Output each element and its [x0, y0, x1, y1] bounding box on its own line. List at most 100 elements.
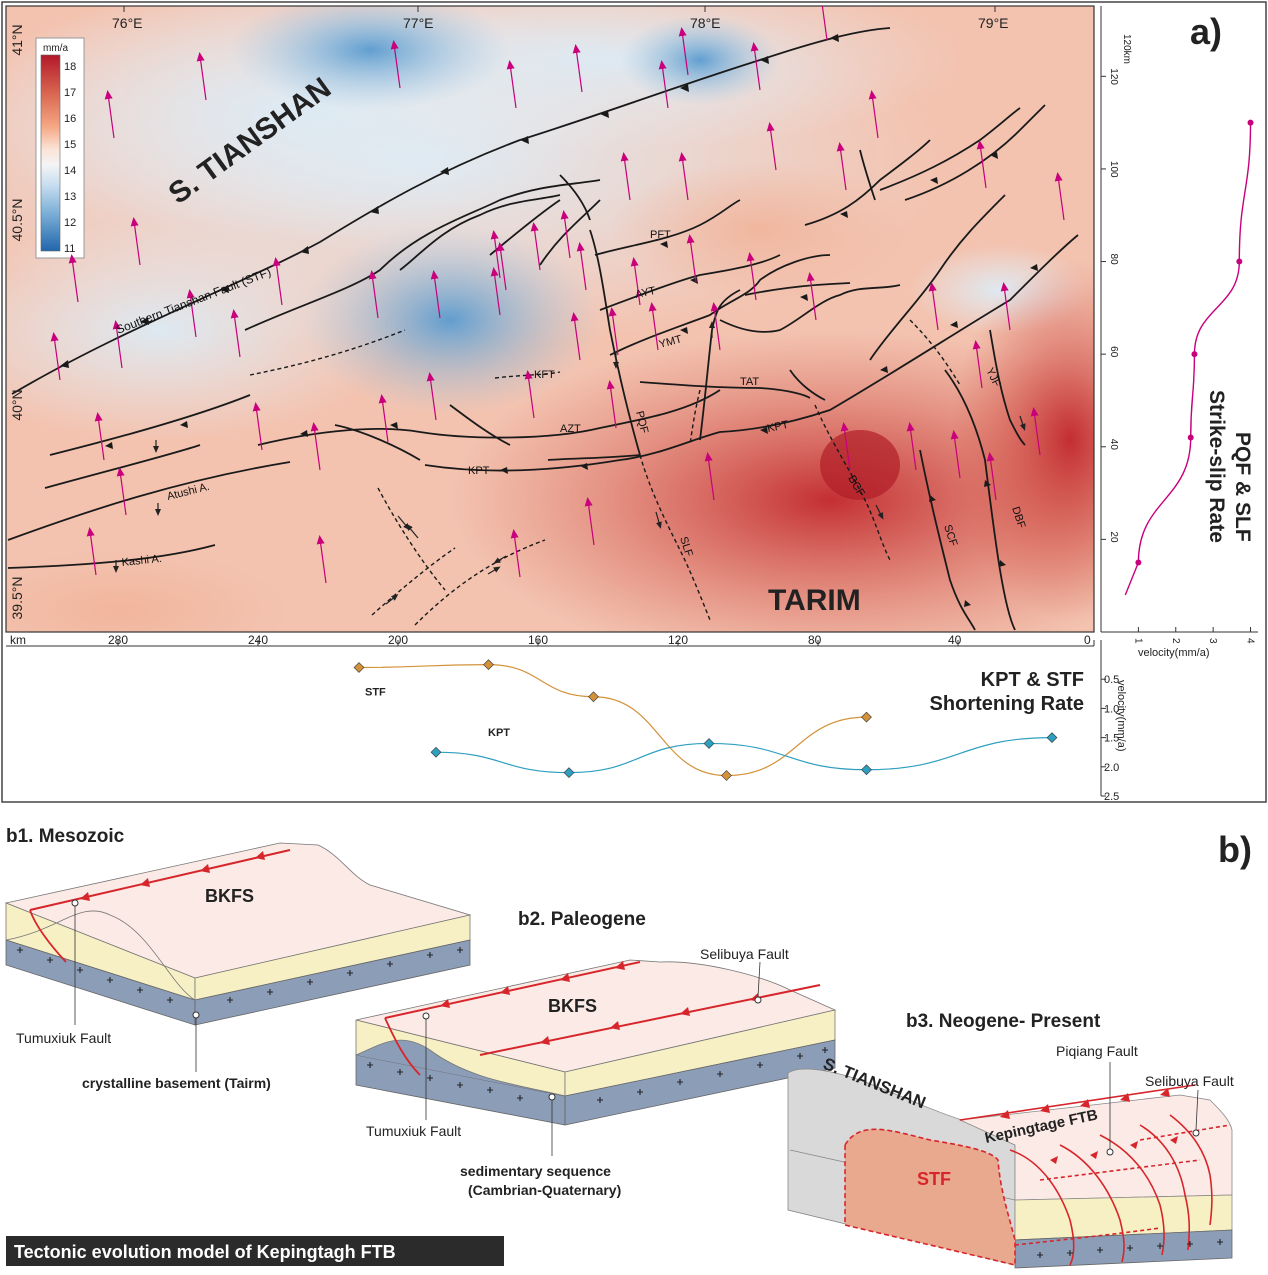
- thrust-tooth: [60, 360, 69, 368]
- basement-cross: [1187, 1241, 1193, 1247]
- panel-a-tag: a): [1190, 11, 1222, 52]
- basement-cross: [797, 1053, 803, 1059]
- lon-ticks: 76°E 77°E 78°E 79°E: [112, 6, 1009, 31]
- right-plot-title-2: Strike-slip Rate: [1205, 390, 1228, 543]
- gps-velocity-vector: [390, 40, 401, 89]
- gps-velocity-vector: [68, 254, 79, 303]
- thrust-tooth: [520, 136, 529, 144]
- fault-dashed: [249, 329, 406, 376]
- thrust-tooth: [660, 241, 668, 248]
- gps-velocity-vector: [678, 27, 689, 76]
- bottom-y-tick-label: 2.0: [1104, 762, 1119, 774]
- fault-pft: [594, 199, 741, 256]
- shortening-point: [1046, 732, 1058, 743]
- region-tarim: TARIM: [768, 584, 861, 617]
- fault-pqf: [589, 229, 641, 456]
- shortening-point: [483, 659, 494, 670]
- strike-slip-arrows: [113, 321, 1026, 605]
- bottom-plot-title-1: KPT & STF: [981, 669, 1084, 691]
- b1-tumuxiuk-label: Tumuxiuk Fault: [16, 1030, 111, 1046]
- fault-tat: [639, 381, 811, 399]
- basement-cross: [677, 1079, 683, 1085]
- colorbar-tick: 16: [64, 113, 76, 125]
- thrust-tooth: [950, 321, 958, 328]
- thrust-tooth: [680, 84, 689, 92]
- basement-cross: [387, 961, 393, 967]
- fault-dashed: [377, 487, 446, 591]
- fault-thrust: [7, 544, 216, 569]
- gps-velocity-vector: [750, 42, 761, 91]
- km-tick-label: 240: [248, 633, 268, 647]
- basement-cross: [107, 977, 113, 983]
- fault-dashed: [371, 547, 456, 616]
- basement-cross: [47, 957, 53, 963]
- gps-velocity-vector: [950, 430, 961, 479]
- b1-title: b1. Mesozoic: [6, 826, 125, 847]
- lon-tick-label: 79°E: [978, 15, 1009, 31]
- right-x-tick-label: 1: [1132, 638, 1143, 644]
- gps-velocity-vector: [686, 234, 697, 283]
- thrust-tooth: [964, 600, 971, 607]
- basement-cross: [822, 1047, 828, 1053]
- footer-title: Tectonic evolution model of Kepingtagh F…: [14, 1242, 396, 1262]
- fault-traces: [7, 27, 1079, 631]
- lat-ticks: 41°N 40.5°N 40°N 39.5°N: [9, 24, 25, 619]
- b3-selibuya-label: Selibuya Fault: [1145, 1073, 1234, 1089]
- fault-thrust: [49, 394, 251, 456]
- shortening-rate-plot: 0.51.01.52.02.5 velocity(mm/a) KPT & STF…: [353, 640, 1127, 803]
- fault-thrust: [547, 454, 641, 461]
- gps-velocity-vector: [50, 332, 61, 381]
- gps-velocity-vector: [766, 122, 777, 171]
- thrust-tooth: [800, 294, 808, 301]
- map-panel: 76°E 77°E 78°E 79°E 41°N 40.5°N 40°N 39.…: [1, 1, 1267, 803]
- thrust-tooth: [880, 366, 888, 373]
- thrust-tooth: [999, 560, 1006, 567]
- gps-velocity-vector: [572, 44, 583, 93]
- b3-block: b3. Neogene- Present STF S. TIANSHAN Kep…: [787, 1011, 1234, 1269]
- b3-stf-body: [844, 1128, 1016, 1267]
- fault-scf: [919, 449, 976, 631]
- b2-sedimentary-label-1: sedimentary sequence: [460, 1163, 611, 1179]
- gps-vectors: [50, 6, 1065, 584]
- b3-piqiang-label: Piqiang Fault: [1056, 1043, 1138, 1059]
- gps-velocity-vector: [710, 302, 721, 351]
- thrust-tooth: [370, 206, 379, 214]
- b2-top-surface: [355, 959, 837, 1073]
- gps-velocity-vector: [576, 242, 587, 291]
- slip-arrow: [487, 566, 501, 575]
- colorbar-tick: 12: [64, 217, 76, 229]
- fault-dbf: [944, 369, 1016, 631]
- label-kft: KFT: [534, 369, 555, 381]
- basement-cross: [307, 979, 313, 985]
- b1-top-surface: [4, 842, 472, 979]
- velocity-field: [6, 6, 1094, 632]
- b3-stf-label: STF: [917, 1169, 951, 1189]
- km-tick-label: 80: [808, 633, 822, 647]
- gps-velocity-vector: [806, 272, 817, 321]
- gps-velocity-vector: [378, 394, 389, 443]
- gps-velocity-vector: [94, 412, 105, 461]
- colorbar-tick: 13: [64, 191, 76, 203]
- gps-velocity-vector: [986, 452, 997, 501]
- gps-velocity-vector: [430, 270, 441, 319]
- slip-arrow: [875, 504, 884, 520]
- km-tick-label: 0: [1084, 633, 1091, 647]
- gps-velocity-vector: [906, 422, 917, 471]
- b2-selibuya-label: Selibuya Fault: [700, 946, 789, 962]
- shortening-point: [430, 746, 442, 758]
- label-kpt-east: KPT: [766, 419, 790, 435]
- basement-cross: [1157, 1243, 1163, 1249]
- series-label-stf: STF: [365, 687, 386, 699]
- slip-arrow: [493, 555, 507, 564]
- b2-sedimentary-label-2: (Cambrian-Quaternary): [468, 1182, 621, 1198]
- b3-thrust-faults: [959, 1084, 1231, 1266]
- fault-thrust: [539, 199, 601, 266]
- gps-velocity-vector: [746, 252, 757, 301]
- lat-tick-label: 40°N: [9, 389, 25, 420]
- gps-velocity-vector: [530, 222, 541, 271]
- shortening-point: [563, 767, 575, 779]
- thrust-tooth: [300, 246, 309, 254]
- shortening-point: [721, 770, 732, 781]
- strike-slip-point: [1236, 258, 1243, 265]
